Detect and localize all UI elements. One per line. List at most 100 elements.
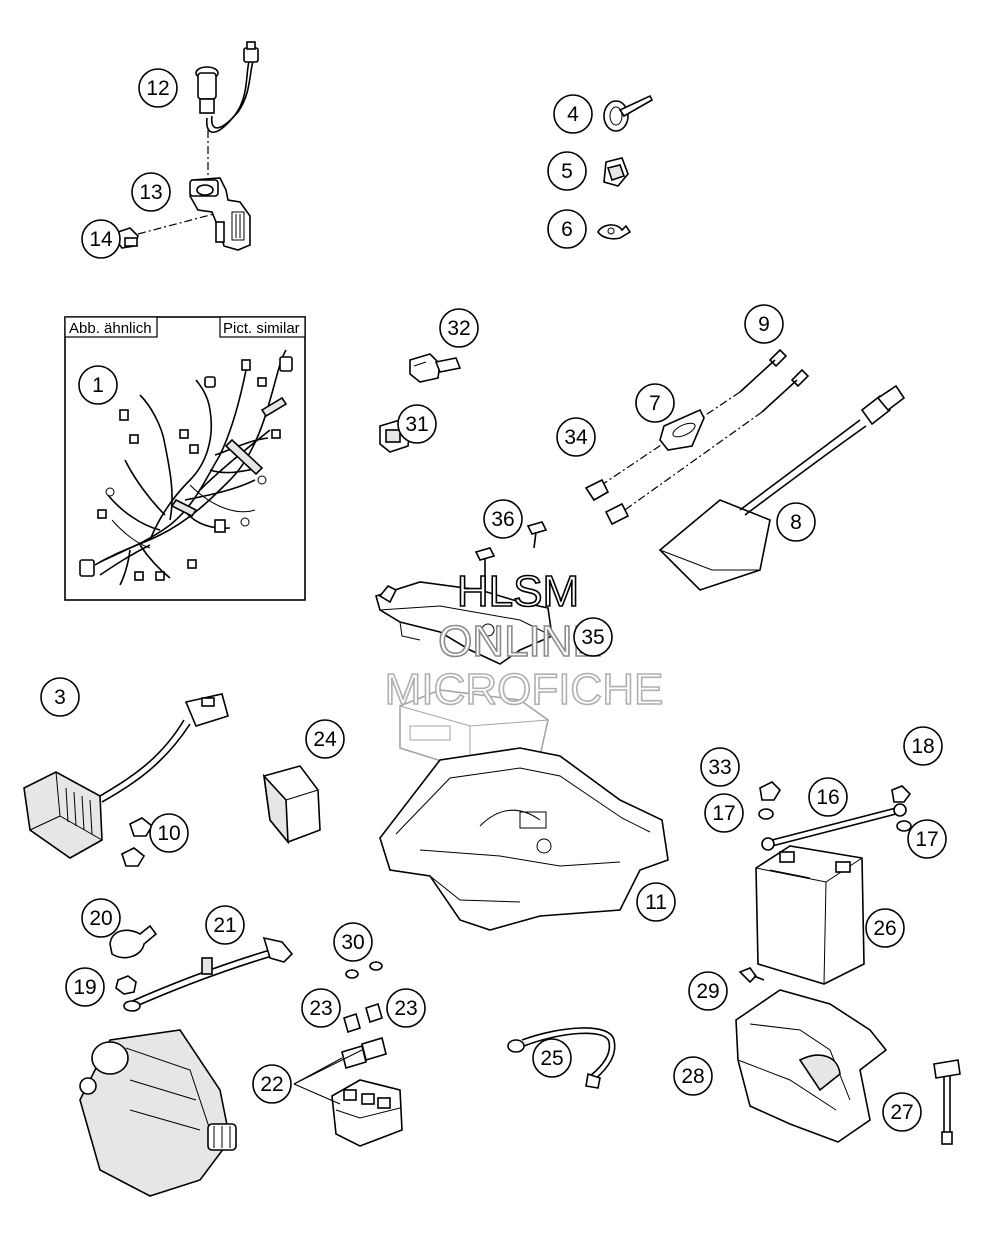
callout-25: 25 <box>532 1038 572 1078</box>
callout-24: 24 <box>305 719 345 759</box>
callout-9: 9 <box>744 304 784 344</box>
part-26-battery <box>755 845 865 985</box>
callout-23-right: 23 <box>386 988 426 1028</box>
part-11-tray <box>379 747 669 931</box>
svg-text:28: 28 <box>681 1065 704 1088</box>
svg-text:3: 3 <box>54 686 66 709</box>
part-24-relay-cover <box>262 765 321 845</box>
callout-6: 6 <box>547 209 587 249</box>
inset-label-right: Pict. similar <box>223 320 300 337</box>
part-30-screws <box>345 961 383 979</box>
svg-text:7: 7 <box>649 392 661 415</box>
part-4-cable-tie <box>603 94 654 132</box>
callout-28: 28 <box>673 1056 713 1096</box>
callout-14: 14 <box>81 219 121 259</box>
part-35-ecu-holder <box>375 581 553 665</box>
svg-text:9: 9 <box>758 313 770 336</box>
callout-16: 16 <box>808 777 848 817</box>
callout-8: 8 <box>776 502 816 542</box>
part-8-control-unit <box>658 384 906 591</box>
watermark-line-3: MICROFICHE <box>385 665 664 714</box>
callout-1: 1 <box>78 365 118 405</box>
part-17-washer-b <box>896 820 912 832</box>
part-5-clip <box>603 157 629 187</box>
part-18-bolt <box>891 785 912 803</box>
callout-17-right: 17 <box>907 819 947 859</box>
callout-13: 13 <box>131 172 171 212</box>
callout-36: 36 <box>483 499 523 539</box>
callout-21: 21 <box>205 905 245 945</box>
part-29-bolt <box>738 967 765 984</box>
callout-29: 29 <box>688 971 728 1011</box>
svg-text:29: 29 <box>696 980 719 1003</box>
svg-text:14: 14 <box>89 228 113 251</box>
part-34-sensor <box>584 478 630 526</box>
part-17-washer-a <box>758 808 774 820</box>
part-16-cable <box>761 803 907 851</box>
callout-4: 4 <box>553 94 593 134</box>
part-14-bolt <box>115 227 139 249</box>
svg-text:13: 13 <box>139 181 162 204</box>
part-23-fuse-a <box>343 1012 361 1034</box>
svg-text:36: 36 <box>491 508 514 531</box>
svg-text:21: 21 <box>213 914 236 937</box>
svg-text:17: 17 <box>915 828 938 851</box>
part-27-strap <box>933 1059 961 1145</box>
callout-17-left: 17 <box>704 793 744 833</box>
part-20-cap <box>109 924 158 959</box>
inset-box-part-1: Abb. ähnlich Pict. similar <box>64 316 306 601</box>
part-21-cable <box>123 936 294 1012</box>
svg-text:30: 30 <box>341 931 364 954</box>
callout-12: 12 <box>138 68 178 108</box>
part-28-battery-holder <box>735 989 888 1143</box>
callout-22: 22 <box>252 1064 292 1104</box>
svg-text:17: 17 <box>712 802 735 825</box>
svg-text:23: 23 <box>309 997 332 1020</box>
svg-text:32: 32 <box>447 317 470 340</box>
part-1-wiring-harness <box>79 349 293 586</box>
callout-26: 26 <box>865 908 905 948</box>
callout-10: 10 <box>149 813 189 853</box>
assembly-line-9b <box>621 411 763 513</box>
callout-34: 34 <box>556 417 596 457</box>
svg-text:20: 20 <box>89 907 112 930</box>
callout-30: 30 <box>333 922 373 962</box>
callout-5: 5 <box>547 151 587 191</box>
svg-text:6: 6 <box>561 218 573 241</box>
svg-text:26: 26 <box>873 917 896 940</box>
svg-text:31: 31 <box>405 413 428 436</box>
part-3-regulator <box>23 693 229 859</box>
part-13-bracket <box>189 177 251 251</box>
part-19-nut <box>115 975 137 995</box>
part-7-bracket <box>659 408 705 451</box>
callout-33: 33 <box>700 747 740 787</box>
part-32-connector <box>409 353 462 383</box>
svg-text:16: 16 <box>816 786 839 809</box>
svg-text:27: 27 <box>890 1101 913 1124</box>
callout-31: 31 <box>397 404 437 444</box>
svg-text:25: 25 <box>540 1047 563 1070</box>
starter-motor <box>79 1029 237 1197</box>
part-6-clamp <box>597 224 632 240</box>
callout-32: 32 <box>439 308 479 348</box>
part-12-plug-cable <box>195 41 259 134</box>
svg-text:23: 23 <box>394 997 417 1020</box>
svg-text:8: 8 <box>790 511 802 534</box>
svg-text:4: 4 <box>567 103 579 126</box>
svg-text:12: 12 <box>146 77 169 100</box>
watermark-line-1: HLSM <box>457 567 579 616</box>
svg-text:33: 33 <box>708 756 731 779</box>
part-36-screws <box>474 521 548 590</box>
svg-text:34: 34 <box>564 426 588 449</box>
svg-text:19: 19 <box>73 976 96 999</box>
svg-text:11: 11 <box>645 891 667 914</box>
callout-27: 27 <box>882 1092 922 1132</box>
svg-text:35: 35 <box>581 626 604 649</box>
callout-19: 19 <box>65 967 105 1007</box>
part-9-bolts <box>739 348 810 413</box>
callout-20: 20 <box>81 898 121 938</box>
svg-text:24: 24 <box>313 728 337 751</box>
callout-22-leaders <box>293 1049 363 1105</box>
callout-3: 3 <box>40 677 80 717</box>
